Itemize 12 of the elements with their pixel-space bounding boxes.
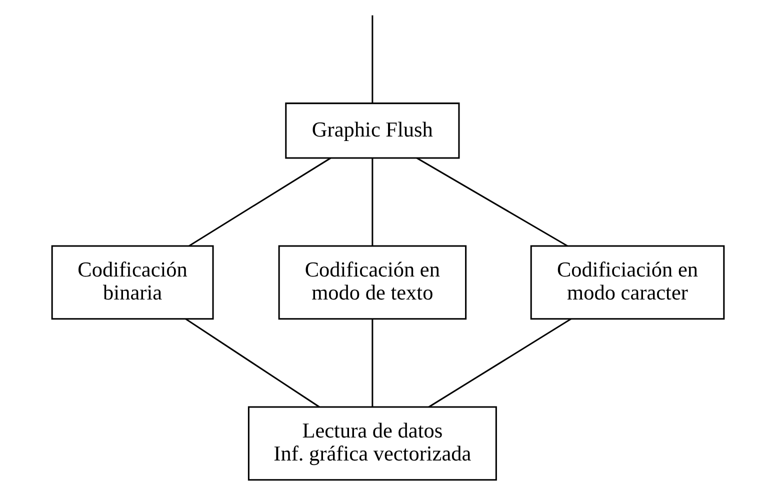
- node-box: Codificación en modo de texto: [278, 245, 466, 320]
- connector: [188, 157, 331, 246]
- node-box: Lectura de datos Inf. gráfica vectorizada: [247, 406, 496, 481]
- connector: [416, 157, 568, 246]
- connector: [371, 319, 373, 407]
- node-box: Codificiación en modo caracter: [530, 245, 724, 320]
- connector: [184, 318, 320, 408]
- connector: [371, 158, 373, 246]
- node-box: Codificación binaria: [50, 245, 214, 320]
- node-box: Graphic Flush: [284, 102, 460, 159]
- connector: [428, 318, 571, 408]
- connector: [371, 15, 373, 103]
